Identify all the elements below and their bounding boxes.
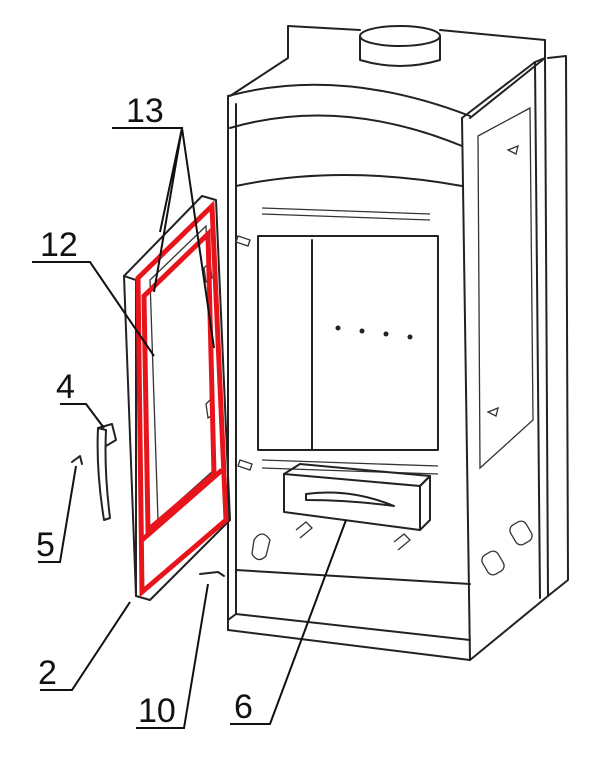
callout-6: 6 xyxy=(234,688,253,726)
flue-collar-top xyxy=(359,25,441,47)
drawer-support-left xyxy=(295,521,313,539)
door-top-corner xyxy=(123,275,137,281)
base-plate xyxy=(227,613,471,661)
door-seal-outer xyxy=(135,200,229,598)
ash-drawer-side xyxy=(419,475,431,531)
callout-10: 10 xyxy=(138,692,176,730)
front-vent xyxy=(251,533,271,561)
firebox-top-curve xyxy=(235,174,463,187)
door-handle xyxy=(96,423,117,521)
ash-drawer xyxy=(283,463,431,531)
top-arch-inner xyxy=(229,114,463,147)
stove-body xyxy=(227,25,569,661)
hinge-bottom xyxy=(237,459,253,471)
side-panel xyxy=(461,57,549,661)
callout-5: 5 xyxy=(36,526,55,564)
flue-collar xyxy=(359,35,441,67)
callout-4: 4 xyxy=(56,368,75,406)
leader-2 xyxy=(40,601,131,691)
side-vent-right xyxy=(509,520,533,546)
leader-12 xyxy=(32,261,155,357)
side-panel-edge xyxy=(534,61,541,599)
side-latch-top xyxy=(506,144,519,155)
air-slot xyxy=(261,207,431,221)
base-top-line xyxy=(235,569,471,585)
leader-lines xyxy=(32,127,347,729)
leader-6 xyxy=(230,519,347,725)
handle-head xyxy=(97,423,117,447)
leader-10 xyxy=(136,583,209,729)
ash-drawer-handle xyxy=(305,491,395,507)
side-latch xyxy=(486,406,499,417)
door-catch xyxy=(199,571,225,577)
screw xyxy=(71,455,83,465)
door-seal-divider xyxy=(140,468,224,542)
handle-grip xyxy=(96,427,111,521)
side-vent-left xyxy=(481,550,505,576)
callout-2: 2 xyxy=(38,654,57,692)
hinge-top xyxy=(235,235,251,247)
door-assembly xyxy=(123,195,231,601)
window-dots xyxy=(335,325,413,340)
leader-4 xyxy=(60,403,105,429)
drawer-support-right xyxy=(393,533,411,551)
rear-panel xyxy=(547,55,569,597)
callout-12: 12 xyxy=(40,226,78,264)
firebox-window xyxy=(257,235,439,451)
side-window xyxy=(477,106,534,470)
top-plate xyxy=(229,25,546,119)
callout-13: 13 xyxy=(126,92,164,130)
leader-5 xyxy=(38,465,77,563)
leader-13 xyxy=(112,127,215,349)
front-right-edge xyxy=(461,117,471,661)
top-arch-outer xyxy=(227,83,471,117)
